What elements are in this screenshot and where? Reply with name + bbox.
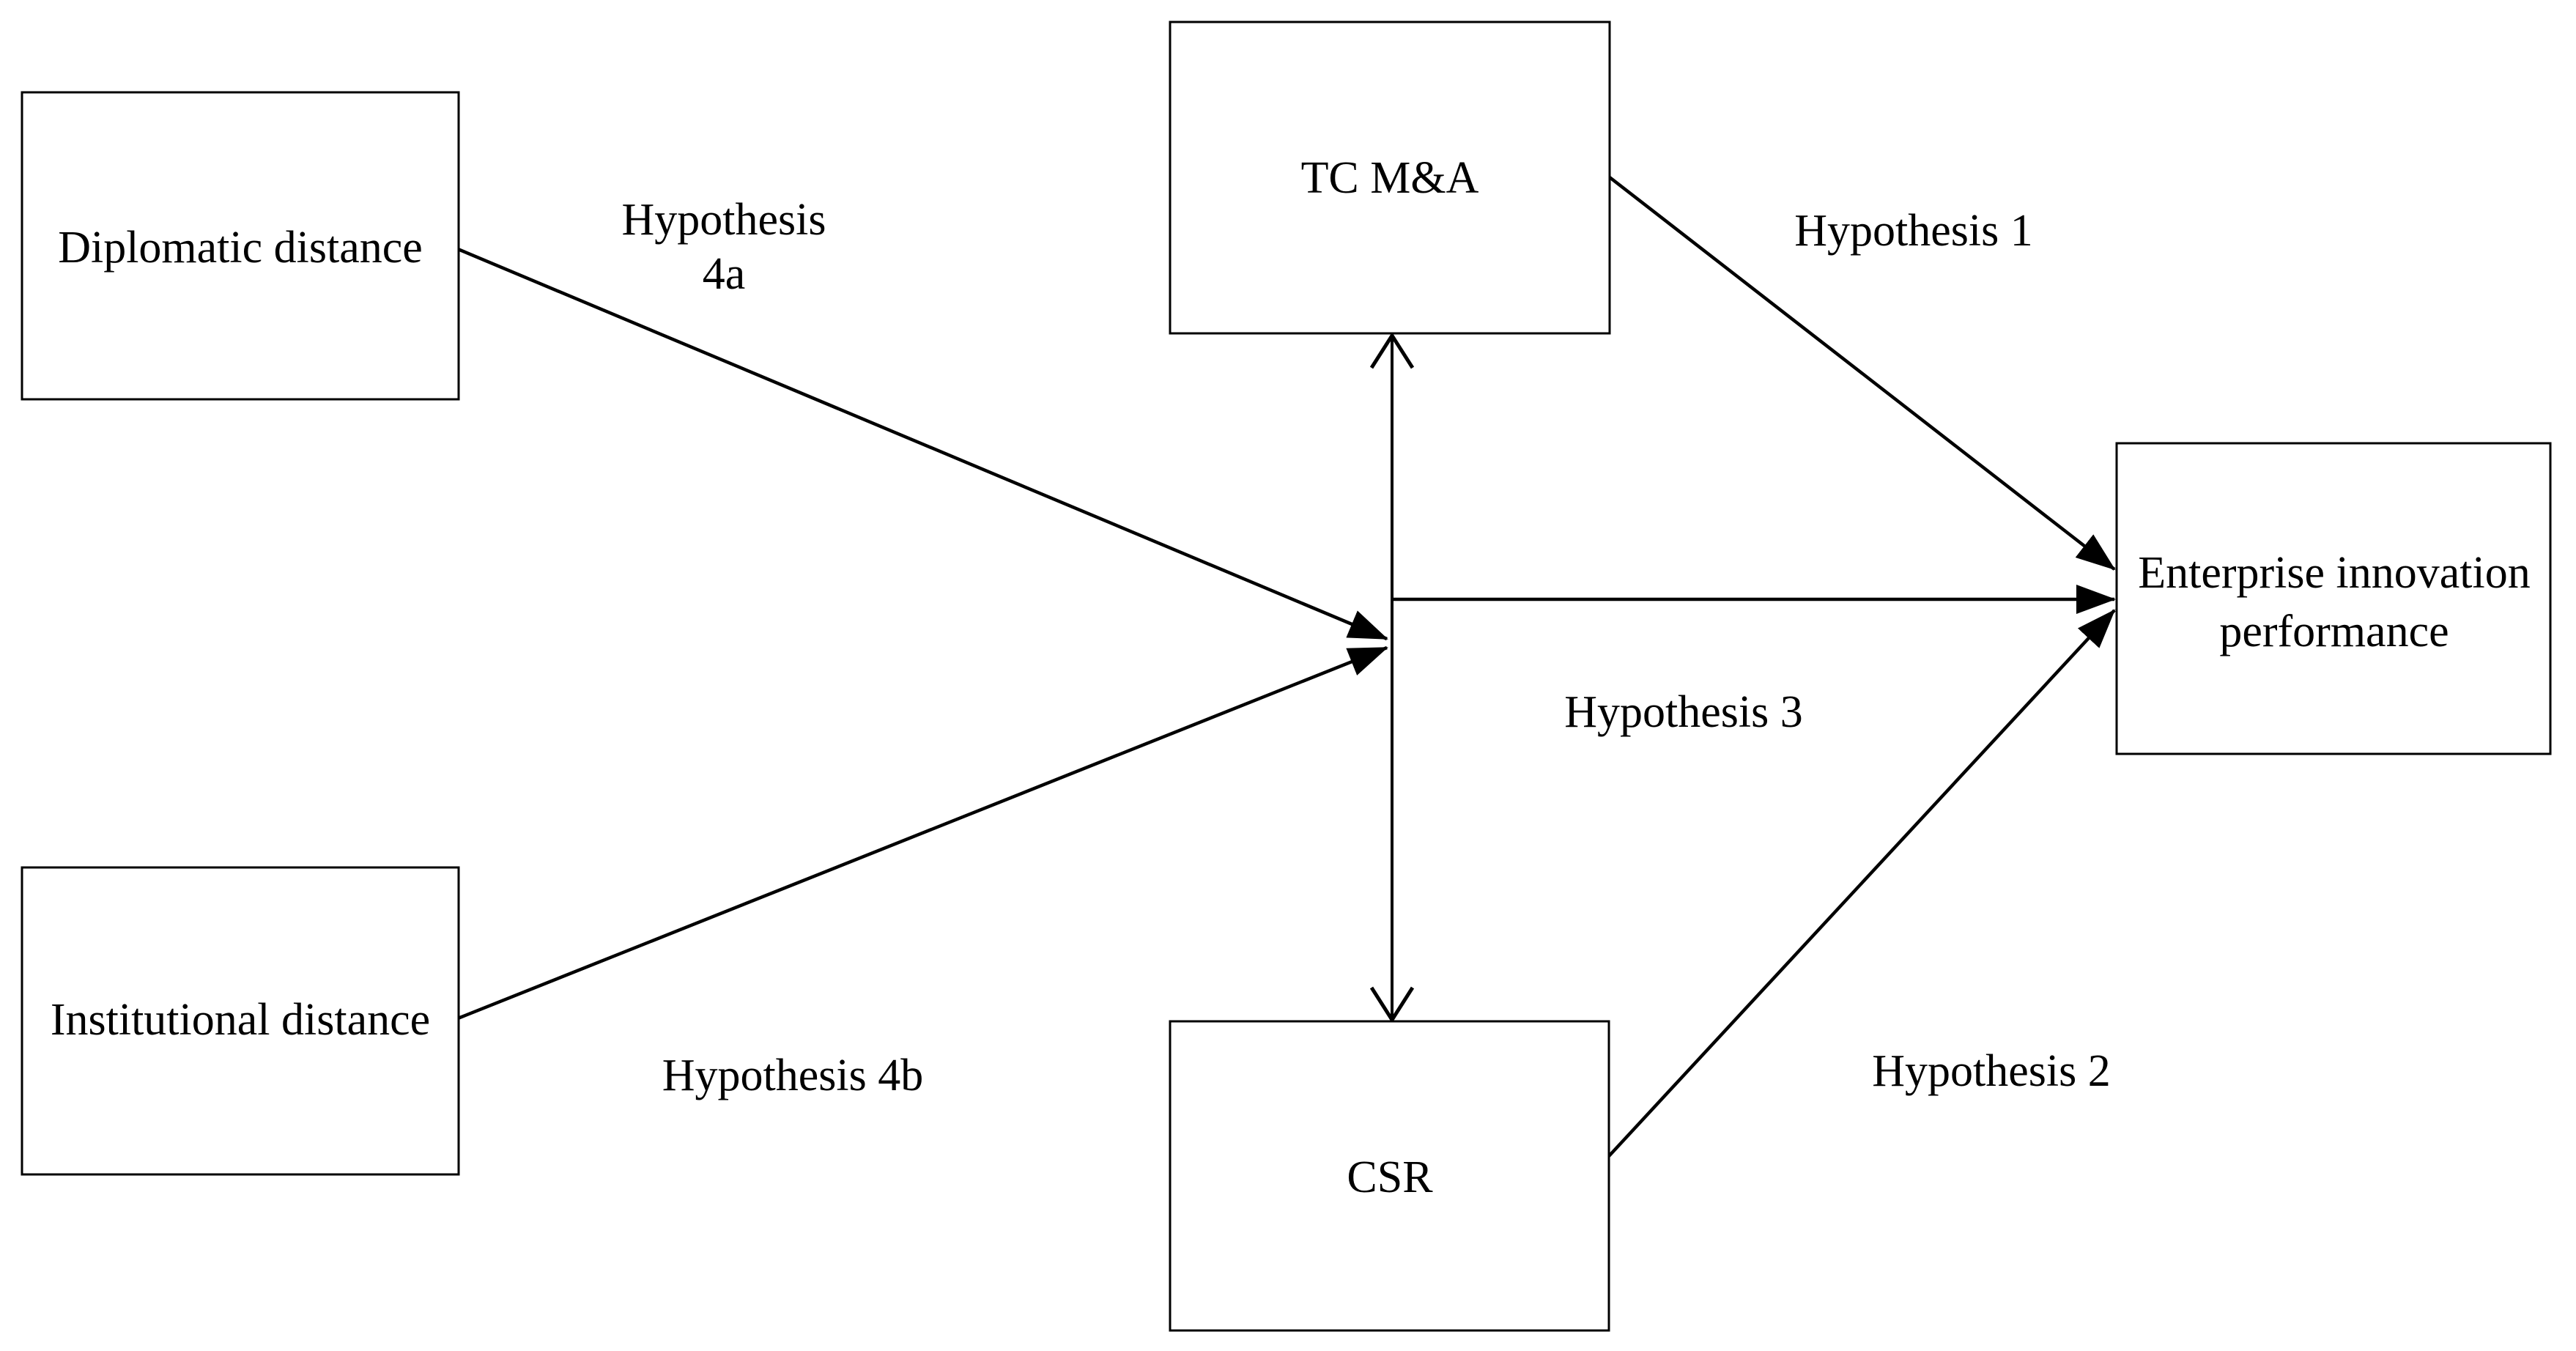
hypothesis-1-label: Hypothesis 1 [1794,206,2033,256]
diplomatic-distance-label: Diplomatic distance [58,223,423,273]
enterprise-innovation-performance-label-line1: Enterprise innovation [2138,548,2530,598]
arrow-hypothesis-4b [457,645,1388,1021]
box-enterprise-innovation-performance: Enterprise innovation performance [2115,442,2552,755]
box-diplomatic-distance: Diplomatic distance [21,91,460,401]
diplomatic-distance-rect [21,91,460,401]
institutional-distance-label: Institutional distance [51,995,430,1045]
institutional-distance-rect [21,866,460,1176]
hypothesis-2-label: Hypothesis 2 [1872,1046,2111,1096]
label-hypothesis-4a: Hypothesis 4a [622,195,826,299]
arrow-hypothesis-1 [1608,176,2116,571]
csr-label: CSR [1347,1152,1433,1202]
hypothesis-4a-label-line1: Hypothesis [622,195,826,245]
tc-ma-rect [1169,21,1611,335]
enterprise-innovation-performance-rect [2115,442,2552,755]
arrow-hypothesis-2 [1607,609,2116,1158]
box-csr: CSR [1169,1020,1610,1332]
enterprise-innovation-performance-label-line2: performance [2219,607,2449,656]
box-institutional-distance: Institutional distance [21,866,460,1176]
arrow-hypothesis-4a [457,247,1388,641]
hypothesis-3-label: Hypothesis 3 [1564,687,1803,737]
hypothesis-4b-label: Hypothesis 4b [662,1051,924,1100]
box-tc-ma: TC M&A [1169,21,1611,335]
tc-ma-label: TC M&A [1301,153,1479,203]
open-arrowhead-up-icon [1369,332,1415,369]
hypothesis-4a-label-line2: 4a [703,249,746,299]
open-arrowhead-down-icon [1369,986,1415,1024]
csr-rect [1169,1020,1610,1332]
